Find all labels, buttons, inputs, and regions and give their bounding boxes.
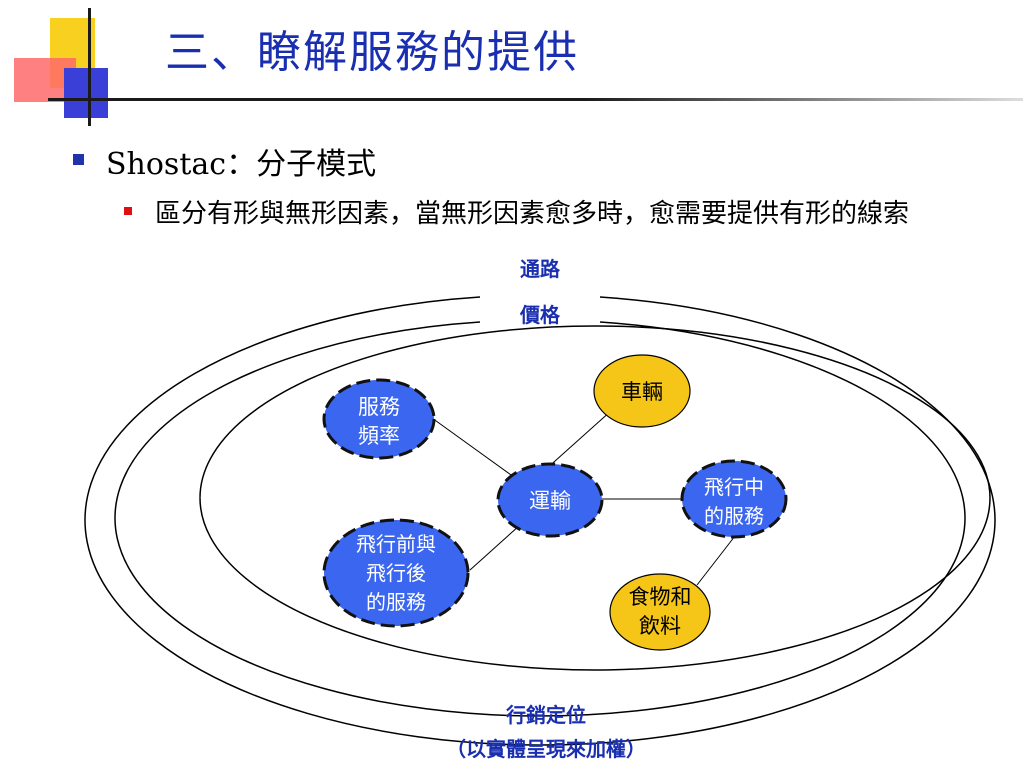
bottom-label-weighting: （以實體呈現來加權） [446, 737, 646, 761]
node-inflight-service [680, 459, 788, 539]
node-prepost-label-2: 飛行後 [366, 561, 426, 585]
title-underline [48, 98, 1023, 101]
node-service-frequency [322, 378, 436, 460]
outer-ellipse-top-right [484, 297, 604, 299]
middle-ring-top-label: 價格 [519, 303, 561, 327]
node-inflight-label-2: 的服務 [704, 504, 764, 528]
bullet-main: Shostac：分子模式 [106, 147, 377, 182]
node-center-label: 運輸 [529, 489, 571, 513]
link-center-vehicle [544, 409, 613, 471]
node-food-beverage [609, 573, 711, 651]
middle-ellipse [114, 321, 966, 717]
node-pre-post-flight-service [322, 518, 470, 628]
link-center-prepost [469, 524, 521, 571]
bullet-square-icon [73, 154, 84, 165]
node-vehicle [593, 354, 691, 428]
deco-blue-block [64, 68, 108, 118]
node-service-freq-label-1: 服務 [358, 395, 400, 419]
connection-lines [431, 409, 736, 586]
node-prepost-label-1: 飛行前與 [356, 532, 436, 556]
sub-bullet-square-icon [124, 207, 132, 215]
link-center-servicefreq [431, 417, 519, 481]
node-food-label-1: 食物和 [629, 585, 692, 609]
node-inflight-label-1: 飛行中 [704, 475, 764, 499]
outer-ring-top-label: 通路 [520, 257, 561, 281]
inner-ellipse [199, 325, 991, 671]
node-food-label-2: 飲料 [639, 614, 681, 638]
bottom-label-positioning: 行銷定位 [505, 703, 586, 727]
node-vehicle-label: 車輛 [621, 380, 663, 404]
slide-title: 三、瞭解服務的提供 [165, 27, 579, 78]
node-service-freq-label-2: 頻率 [358, 424, 400, 448]
link-inflight-food [696, 535, 736, 586]
node-transport-center [496, 462, 604, 538]
sub-bullet-text: 區分有形與無形因素，當無形因素愈多時，愈需要提供有形的線索 [155, 199, 910, 229]
node-prepost-label-3: 的服務 [366, 590, 426, 614]
deco-vertical-line [88, 8, 91, 126]
